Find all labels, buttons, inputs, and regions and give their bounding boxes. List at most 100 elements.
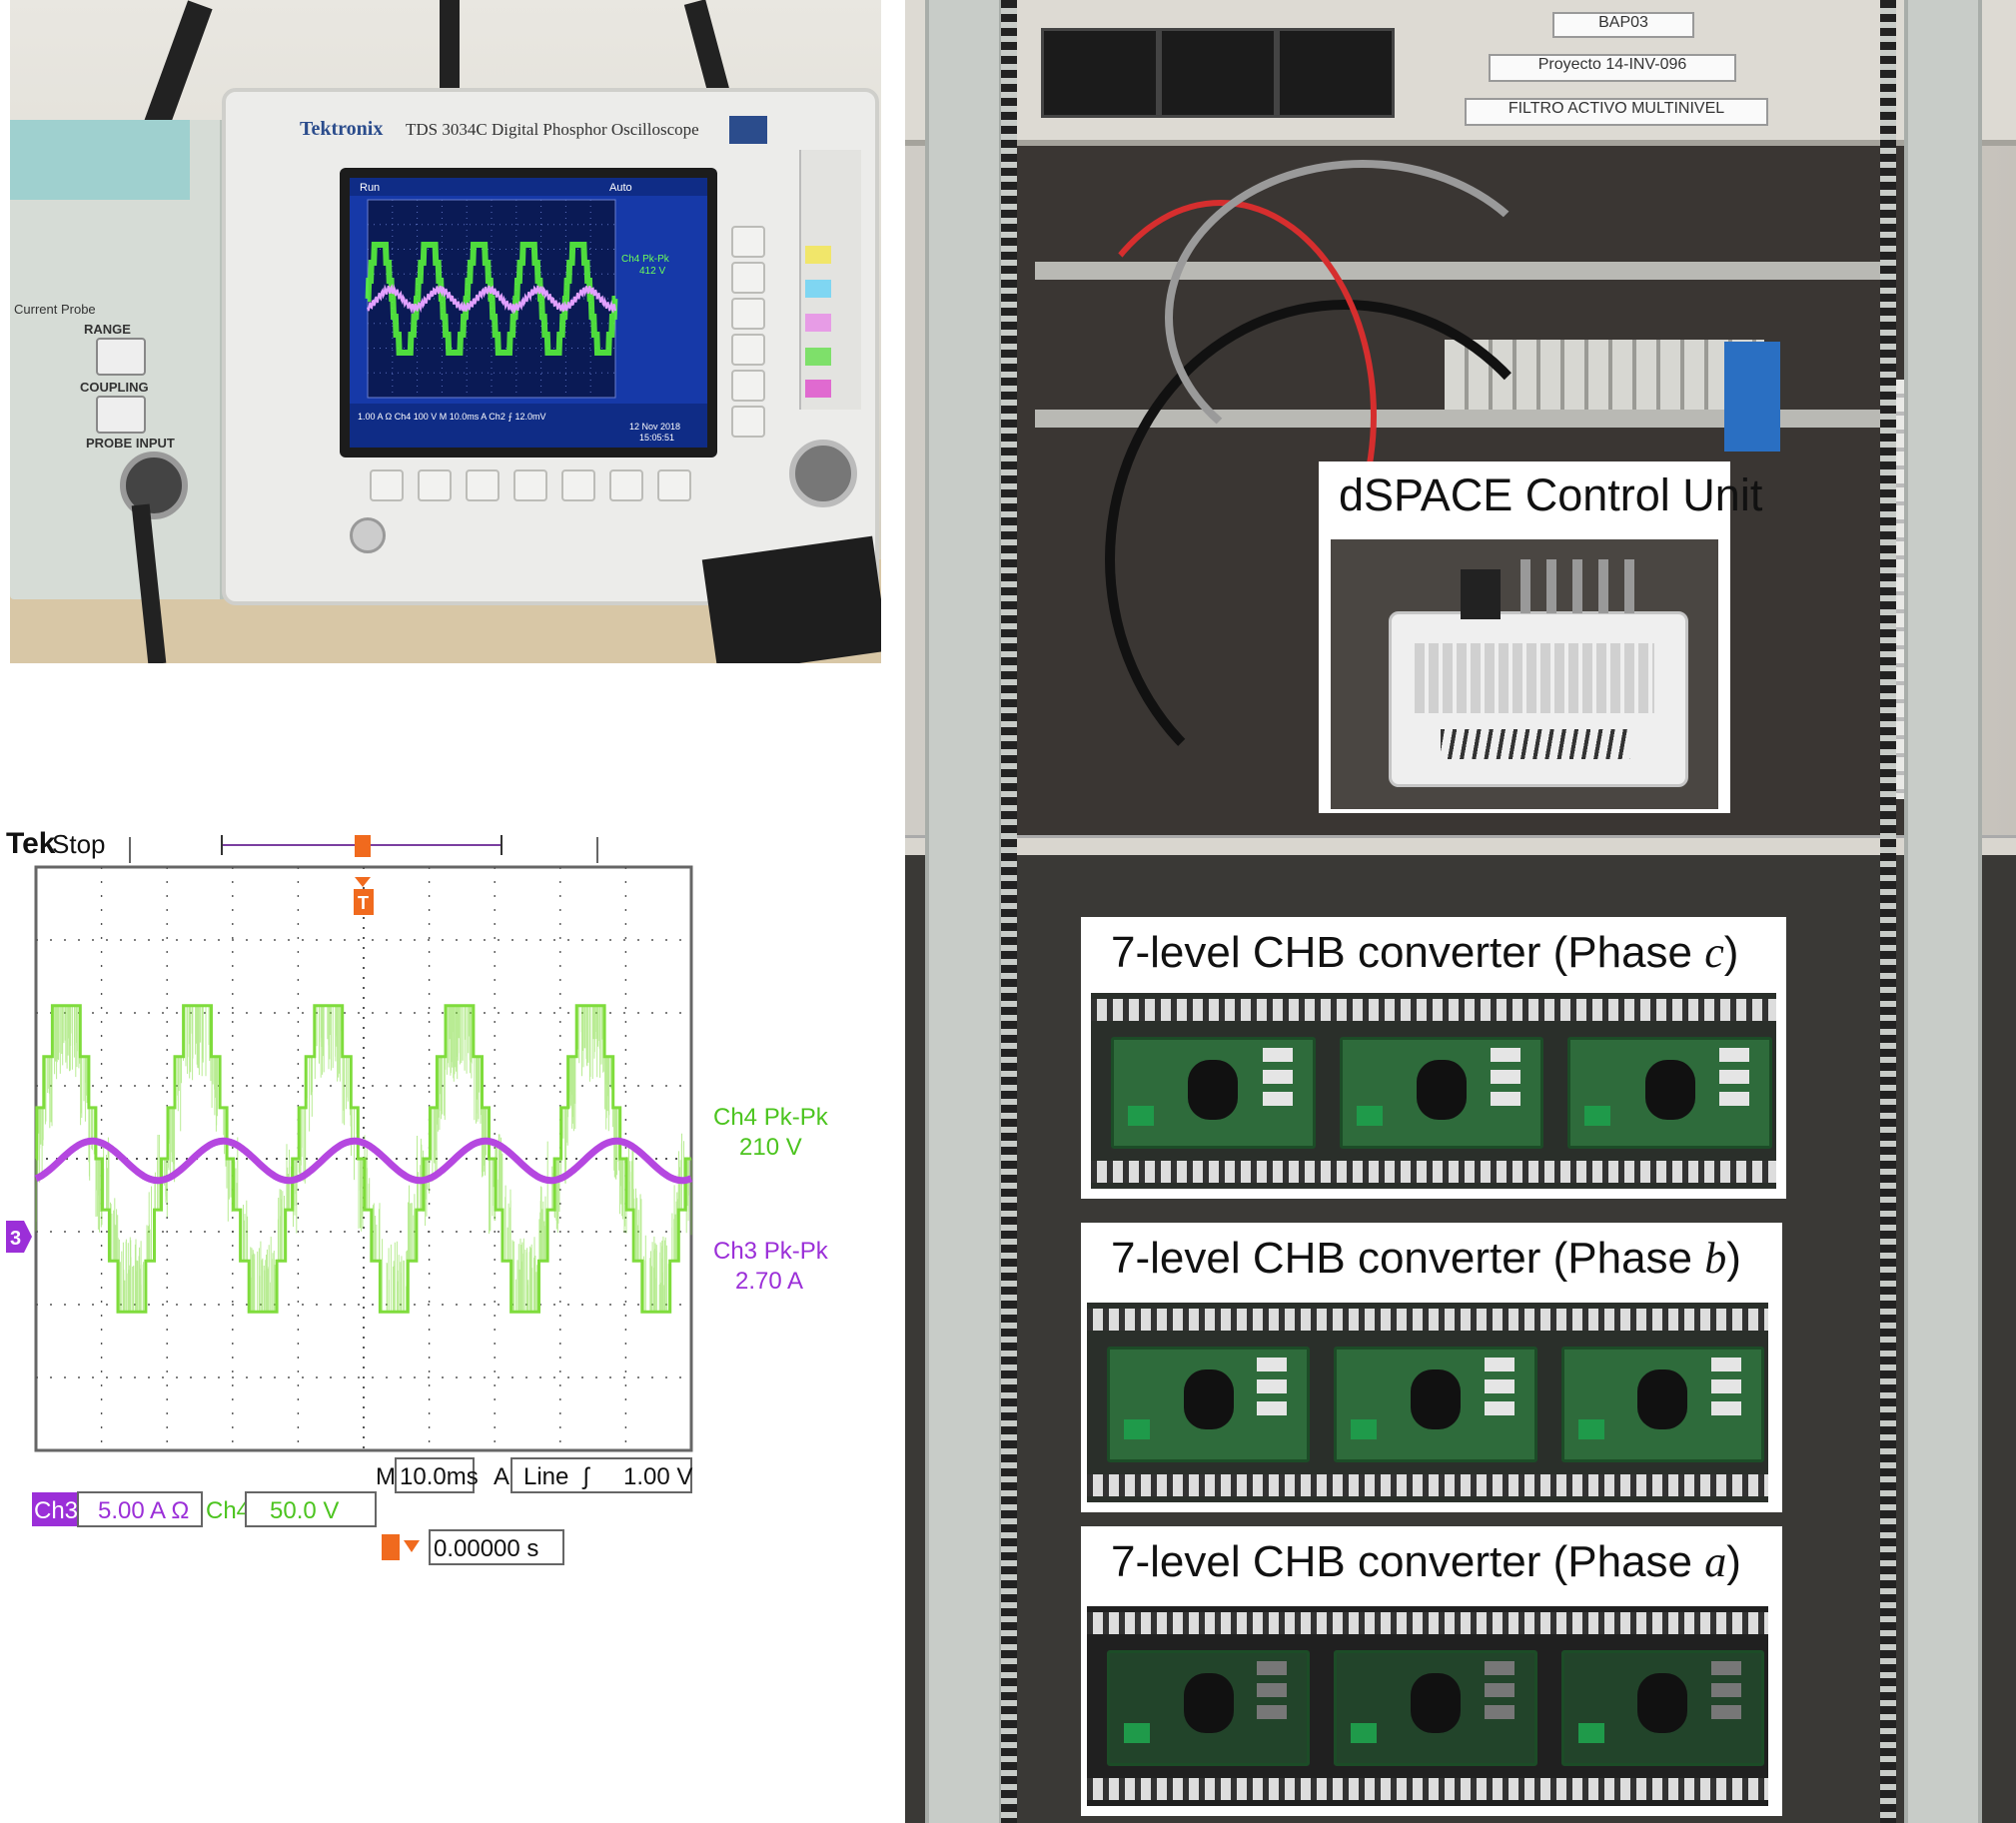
terminal-connector — [1351, 1723, 1378, 1743]
ch3-ground-marker — [6, 1221, 32, 1253]
rack-tag-project: Proyecto 14-INV-096 — [1489, 54, 1736, 82]
phase-b-label-var: b — [1704, 1234, 1727, 1283]
dc-capacitor — [1644, 1060, 1695, 1120]
phase-a-label-var: a — [1704, 1537, 1727, 1586]
scope-bottom-softkey — [466, 469, 500, 501]
h-bridge-board — [1560, 1650, 1764, 1766]
wire-duct — [1087, 1778, 1768, 1800]
h-bridge-board — [1334, 1347, 1537, 1462]
wire-duct — [1087, 1474, 1768, 1496]
terminal-connector — [1584, 1106, 1611, 1126]
scope-bottom-softkey — [657, 469, 691, 501]
wire-duct — [1091, 1161, 1776, 1183]
scope-model: TDS 3034C Digital Phosphor Oscilloscope — [406, 120, 699, 139]
dspace-label: dSPACE Control Unit — [1339, 469, 1763, 520]
phase-c-converter-image — [1091, 993, 1776, 1189]
mini-ch4-trace — [365, 242, 618, 356]
scope-side-softkey — [731, 370, 765, 402]
dc-capacitor — [1637, 1369, 1688, 1429]
rack-tag-id: BAP03 — [1552, 12, 1694, 38]
pcb-component — [1257, 1401, 1288, 1415]
pcb-component — [1484, 1379, 1514, 1393]
differential-probe — [701, 535, 881, 663]
scope-bottom-softkey — [561, 469, 595, 501]
trigger-slope: ʃ — [581, 1463, 590, 1490]
terminal-connector — [1351, 1419, 1378, 1439]
dc-capacitor — [1410, 1673, 1461, 1733]
ch4-button — [805, 348, 831, 366]
timebase-m-label: M — [376, 1463, 396, 1490]
trigger-arrow-icon — [355, 877, 371, 887]
dc-capacitor — [1188, 1060, 1239, 1120]
scope-side-softkey — [731, 298, 765, 330]
trigger-a-label: A — [494, 1463, 509, 1490]
ch3-tag — [32, 1492, 78, 1526]
scope-bottom-softkey — [418, 469, 452, 501]
ch3-button — [805, 314, 831, 332]
scope-side-softkey — [731, 262, 765, 294]
probe-input-label: PROBE INPUT — [86, 436, 175, 451]
terminal-connector — [1128, 1106, 1154, 1126]
pcb-component — [1257, 1705, 1288, 1719]
terminal-connector — [1124, 1419, 1150, 1439]
h-bridge-board — [1339, 1037, 1544, 1149]
pcb-component — [1718, 1092, 1749, 1106]
dspace-vents — [1441, 729, 1630, 759]
scope-screen: Run Auto Ch4 Pk-Pk 412 V 1.00 A Ω Ch4 10… — [350, 178, 707, 448]
mini-ch3-trace — [367, 284, 616, 315]
scope-brand: Tektronix — [300, 118, 384, 140]
acq-state: Stop — [52, 829, 106, 859]
pcb-component — [1484, 1661, 1514, 1675]
ch4-readout-value: 210 V — [739, 1134, 802, 1161]
phase-a-converter-image — [1087, 1606, 1768, 1806]
pcb-component — [1262, 1048, 1293, 1062]
pcb-component — [1262, 1070, 1293, 1084]
ch2-button — [805, 280, 831, 298]
pcb-component — [1484, 1401, 1514, 1415]
ch3-tag-label: Ch3 — [34, 1497, 78, 1524]
ch1-button — [805, 246, 831, 264]
h-bridge-board — [1560, 1347, 1764, 1462]
power-supply — [1724, 342, 1780, 452]
screen-trigger-mode: Auto — [609, 182, 632, 194]
pcb-component — [1257, 1358, 1288, 1371]
pcb-component — [1710, 1661, 1741, 1675]
pcb-component — [1491, 1048, 1521, 1062]
pcb-component — [1484, 1705, 1514, 1719]
timebase-box — [395, 1457, 475, 1493]
pcb-component — [1710, 1683, 1741, 1697]
ch4-voltage-trace — [35, 1004, 692, 1314]
phase-c-label: 7-level CHB converter (Phase c) — [1111, 927, 1738, 978]
ch3-readout-title: Ch3 Pk-Pk — [713, 1238, 829, 1265]
phase-a-label: 7-level CHB converter (Phase a) — [1111, 1536, 1741, 1587]
scope-bottom-softkey — [609, 469, 643, 501]
dc-capacitor — [1416, 1060, 1467, 1120]
h-bridge-board — [1107, 1650, 1311, 1766]
rack-photo: BAP03 Proyecto 14-INV-096 FILTRO ACTIVO … — [905, 0, 2016, 1823]
dc-capacitor — [1410, 1369, 1461, 1429]
pcb-component — [1491, 1092, 1521, 1106]
terminal-connector — [1356, 1106, 1383, 1126]
ch3-current-trace — [34, 1137, 693, 1185]
pcb-component — [1257, 1661, 1288, 1675]
oscilloscope-photo: Current Probe RANGE COUPLING PROBE INPUT… — [10, 0, 881, 663]
h-bridge-board — [1107, 1347, 1311, 1462]
pcb-component — [1484, 1358, 1514, 1371]
phase-c-label-var: c — [1704, 928, 1724, 977]
dspace-bnc-connectors — [1520, 559, 1640, 613]
phase-a-label-prefix: 7-level CHB converter (Phase — [1111, 1537, 1705, 1586]
phase-b-label: 7-level CHB converter (Phase b) — [1111, 1233, 1741, 1284]
oscilloscope-capture: Tek Stop T 3 Ch4 Pk-Pk 210 V Ch3 Pk-Pk 2… — [0, 819, 881, 1758]
pcb-component — [1484, 1683, 1514, 1697]
phase-b-label-paren: ) — [1726, 1234, 1741, 1283]
dc-capacitor — [1637, 1673, 1688, 1733]
rack-post-right — [1904, 0, 1982, 1823]
circuit-breaker — [1041, 28, 1159, 118]
circuit-breaker — [1159, 28, 1277, 118]
ch4-scale: 50.0 V — [270, 1497, 339, 1524]
scope-bottom-softkey — [370, 469, 404, 501]
probe-title: Current Probe — [14, 302, 96, 317]
trigger-box — [510, 1457, 692, 1493]
trigger-marker-label: T — [358, 893, 369, 913]
coupling-button — [96, 396, 146, 434]
